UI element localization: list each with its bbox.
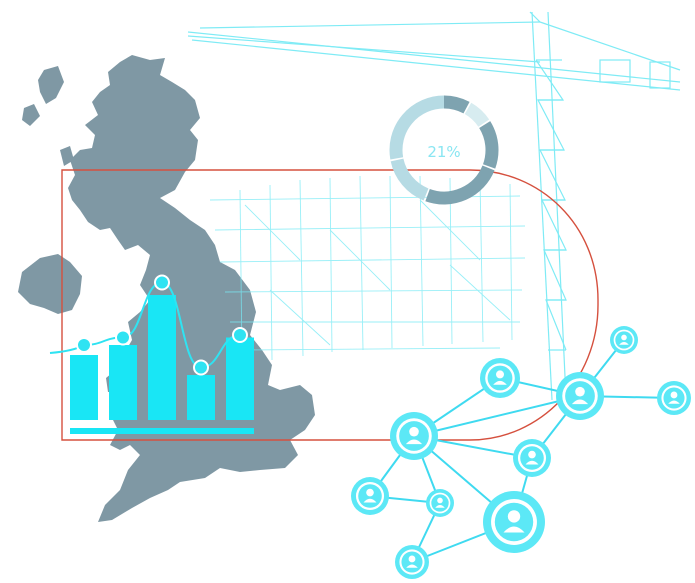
- trend-point-3: [154, 274, 170, 291]
- donut-segment-6: [389, 95, 445, 160]
- donut-label: 21%: [427, 143, 460, 161]
- donut-segment-2: [464, 102, 490, 128]
- island-shape: [22, 104, 40, 126]
- network-link-5: [413, 395, 581, 437]
- person-icon: [513, 439, 551, 477]
- bar-2: [109, 345, 137, 420]
- user-network-icon: [351, 326, 691, 579]
- person-icon: [395, 545, 429, 579]
- bars: [70, 295, 254, 420]
- chart-baseline: [70, 428, 254, 434]
- northern-ireland-shape: [18, 254, 82, 314]
- person-icon: [556, 372, 604, 420]
- great-britain-shape: [68, 55, 315, 522]
- crane-icon: [187, 11, 681, 401]
- trend-point-2: [115, 329, 131, 346]
- trend-point-5: [232, 327, 248, 343]
- bar-3: [148, 295, 176, 420]
- person-icon: [390, 412, 438, 460]
- network-nodes: [351, 326, 691, 579]
- donut-arcs: [389, 95, 499, 205]
- bar-5: [226, 337, 254, 420]
- highlight-frame: [61, 169, 599, 441]
- bar-4: [187, 375, 215, 420]
- person-icon: [351, 477, 389, 515]
- island-shape: [60, 146, 74, 166]
- donut-segment-3: [479, 121, 499, 169]
- bar-1: [70, 355, 98, 420]
- trend-points: [76, 274, 248, 376]
- bar-chart-icon: [49, 274, 254, 434]
- donut-segment-5: [390, 158, 429, 201]
- donut-chart-icon: 21%: [389, 95, 499, 205]
- donut-segment-1: [443, 95, 470, 114]
- trend-point-4: [193, 359, 209, 376]
- donut-segment-4: [425, 165, 495, 205]
- hebrides-shape: [38, 66, 64, 104]
- person-icon: [480, 358, 520, 398]
- person-icon: [657, 381, 691, 415]
- person-icon: [483, 491, 545, 553]
- person-icon: [610, 326, 638, 354]
- person-icon: [426, 489, 454, 517]
- trend-point-1: [76, 337, 92, 353]
